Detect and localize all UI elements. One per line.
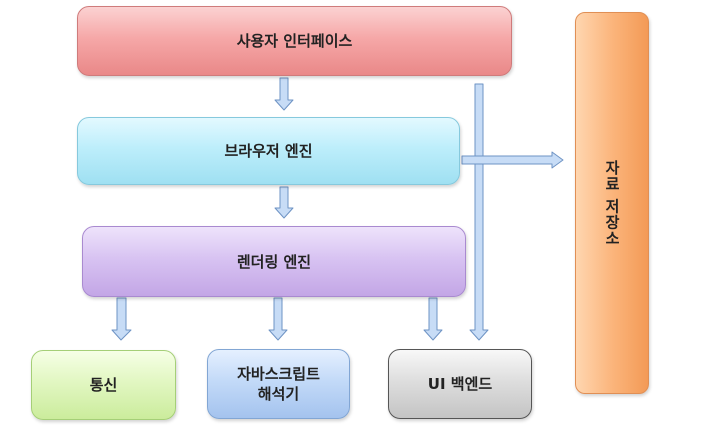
browser-engine-label: 브라우저 엔진 bbox=[224, 142, 313, 160]
arrow-ui-to-ui-backend bbox=[469, 83, 489, 341]
browser-engine-box: 브라우저 엔진 bbox=[77, 117, 460, 185]
networking-label: 통신 bbox=[89, 376, 118, 394]
js-interpreter-box: 자바스크립트 해석기 bbox=[207, 349, 350, 419]
user-interface-box: 사용자 인터페이스 bbox=[77, 6, 512, 76]
ui-backend-label: UI 백엔드 bbox=[427, 375, 493, 393]
rendering-engine-box: 렌더링 엔진 bbox=[82, 226, 466, 297]
data-storage-box: 자료 저장소 bbox=[575, 12, 649, 394]
rendering-engine-label: 렌더링 엔진 bbox=[236, 252, 312, 271]
user-interface-label: 사용자 인터페이스 bbox=[236, 32, 353, 50]
arrow-browser-to-rendering-engine bbox=[274, 186, 294, 219]
data-storage-label: 자료 저장소 bbox=[603, 159, 621, 247]
arrow-rendering-to-ui-backend bbox=[423, 297, 443, 341]
networking-box: 통신 bbox=[31, 350, 176, 420]
arrow-ui-to-browser-engine bbox=[274, 77, 294, 111]
arrow-browser-engine-to-data-storage bbox=[461, 151, 564, 169]
ui-backend-box: UI 백엔드 bbox=[388, 349, 532, 419]
arrow-rendering-to-networking bbox=[111, 297, 132, 341]
arrow-rendering-to-js-interpreter bbox=[268, 297, 288, 341]
js-interpreter-label: 자바스크립트 해석기 bbox=[237, 365, 320, 403]
